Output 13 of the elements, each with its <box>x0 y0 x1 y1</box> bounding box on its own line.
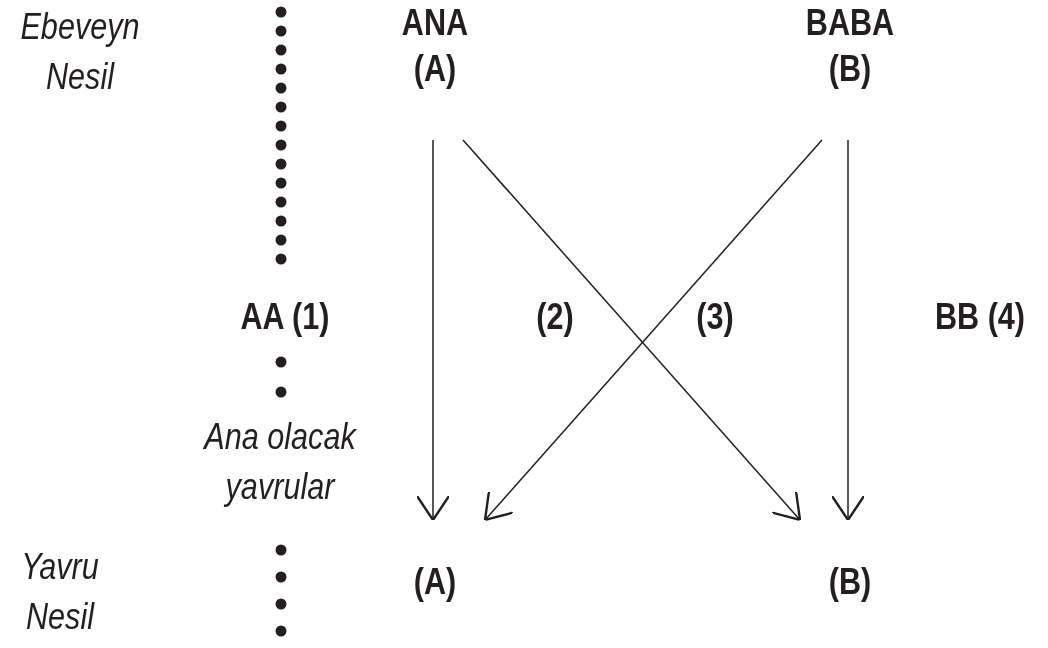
cross-label: BB (4) <box>933 295 1027 339</box>
note-text: Ana olacak yavrular <box>202 415 358 509</box>
cross-label: AA (1) <box>239 295 331 339</box>
node-label: BABA (B) <box>804 1 896 91</box>
cross-label: (3) <box>695 295 735 339</box>
node-label: (A) <box>412 560 458 604</box>
generation-label: Ebeveyn Nesil <box>19 5 141 99</box>
node-label: ANA (A) <box>400 1 470 91</box>
arrow <box>830 139 866 522</box>
cross-label: (2) <box>535 295 575 339</box>
generation-label: Yavru Nesil <box>20 545 100 639</box>
arrow <box>415 139 451 522</box>
node-label: (B) <box>827 560 873 604</box>
